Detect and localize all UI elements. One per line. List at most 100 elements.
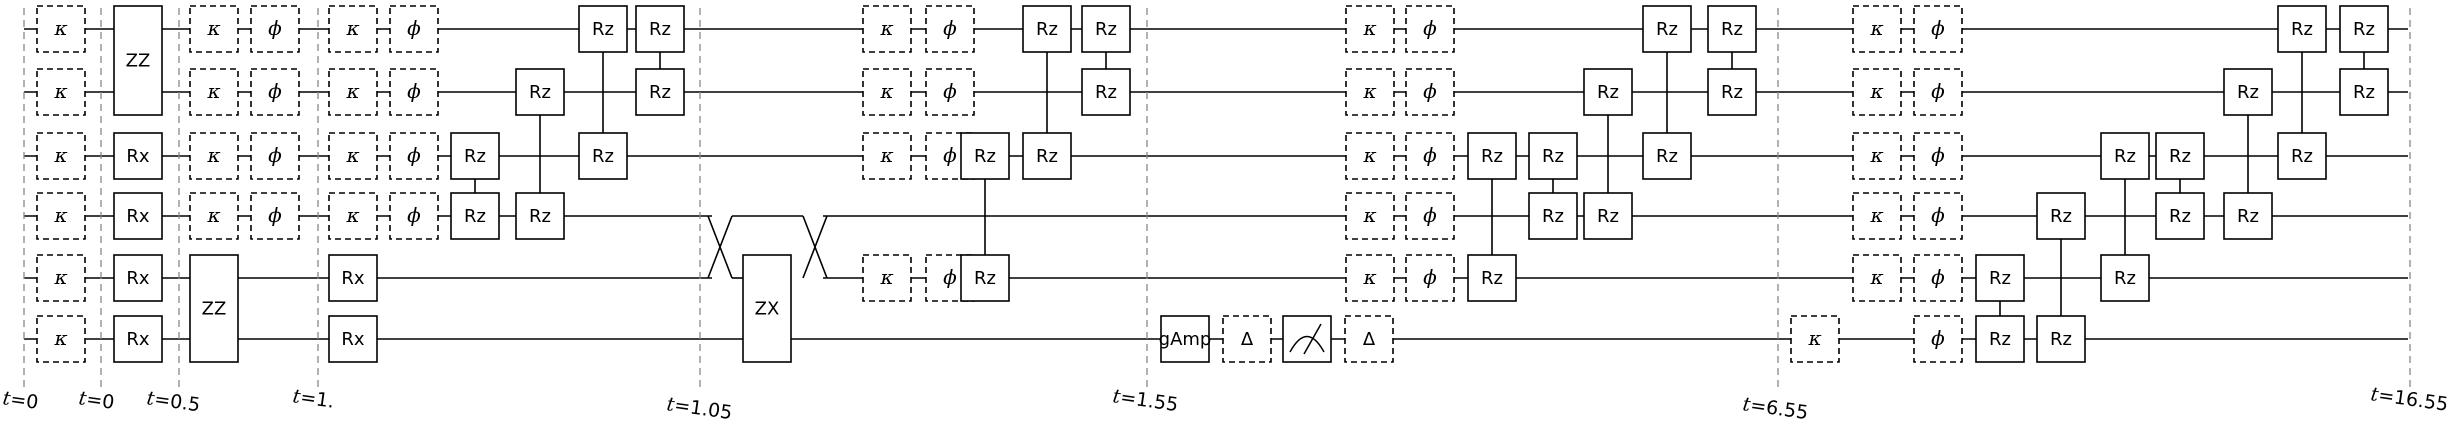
rz-gate-63-label-0: Rz <box>1542 146 1564 167</box>
rx-gate-7 <box>113 132 163 180</box>
rz-gate-47-box-0 <box>1081 5 1131 53</box>
time-label-0: t=0 <box>1 387 39 414</box>
zz-gate-6 <box>113 5 163 116</box>
kappa-gate-4 <box>36 254 86 302</box>
kappa-gate-1 <box>36 68 86 116</box>
rz-gate-66-label-0: Rz <box>1721 19 1743 40</box>
phi-gate-59-label: ϕ <box>1423 203 1437 227</box>
rz-gate-46-label-1: Rz <box>1036 146 1058 167</box>
rz-gate-63-box-1 <box>1528 192 1578 240</box>
delta-gate-49-label: Δ <box>1241 329 1254 350</box>
swap-crossing-34 <box>707 215 733 279</box>
kappa-gate-3 <box>36 192 86 240</box>
phi-gate-57 <box>1405 132 1455 180</box>
phi-gate-70-label: ϕ <box>1931 16 1945 40</box>
rz-gate-80-box-0 <box>2036 192 2086 240</box>
rz-gate-32-label-1: Rz <box>592 146 614 167</box>
kappa-gate-18 <box>189 192 239 240</box>
rz-gate-62-box-1 <box>1467 254 1517 302</box>
zz-gate-6-label: ZZ <box>126 51 151 72</box>
kappa-gate-0 <box>36 5 86 53</box>
rz-gate-31-label-1: Rz <box>529 206 551 227</box>
delta-gate-51 <box>1344 315 1394 363</box>
phi-gate-38-label: ϕ <box>943 16 957 40</box>
rz-gate-82-label-1: Rz <box>2169 206 2191 227</box>
kappa-gate-54-label: κ <box>1362 79 1376 103</box>
rz-gate-64-box-0 <box>1583 68 1633 116</box>
rz-gate-81-box-0 <box>2100 132 2150 180</box>
rz-gate-62-label-0: Rz <box>1481 146 1503 167</box>
meter-arc-icon <box>1289 335 1325 353</box>
zx-gate-35-label: ZX <box>755 299 780 320</box>
rz-gate-32-box-0 <box>578 5 628 53</box>
rz-gate-65-box-1 <box>1642 132 1692 180</box>
kappa-gate-12 <box>189 5 239 53</box>
rz-gate-65-label-0: Rz <box>1656 19 1678 40</box>
zx-gate-35 <box>742 254 792 363</box>
rz-gate-30-box-1 <box>450 192 500 240</box>
qubit-wires <box>24 28 2408 340</box>
rz-gate-79-label-1: Rz <box>1989 329 2011 350</box>
kappa-gate-26-label: κ <box>345 203 359 227</box>
rx-gate-28 <box>328 254 378 302</box>
kappa-gate-2 <box>36 132 86 180</box>
rz-gate-63-box-0 <box>1528 132 1578 180</box>
kappa-gate-39-label: κ <box>879 79 893 103</box>
phi-gate-23-label: ϕ <box>407 79 421 103</box>
rz-gate-81-box-1 <box>2100 254 2150 302</box>
time-label-4: t=1.05 <box>665 393 733 424</box>
rz-gate-84-label-0: Rz <box>2291 19 2313 40</box>
phi-gate-68 <box>1913 315 1963 363</box>
rz-gate-33-label-1: Rz <box>649 82 671 103</box>
rz-gate-45-box-0 <box>960 132 1010 180</box>
phi-gate-57-label: ϕ <box>1423 143 1437 167</box>
rz-gate-47-label-0: Rz <box>1095 19 1117 40</box>
zz-gate-11-label: ZZ <box>202 299 227 320</box>
rx-gate-29 <box>328 315 378 363</box>
rz-gate-45-label-0: Rz <box>974 146 996 167</box>
kappa-gate-4-label: κ <box>53 265 67 289</box>
rx-gate-8-label: Rx <box>126 206 150 227</box>
kappa-gate-24 <box>328 132 378 180</box>
phi-gate-21-label: ϕ <box>407 16 421 40</box>
phi-gate-53-label: ϕ <box>1423 16 1437 40</box>
kappa-gate-14-label: κ <box>206 79 220 103</box>
kappa-gate-37 <box>862 5 912 53</box>
kappa-gate-73-label: κ <box>1869 143 1883 167</box>
rz-gate-33-box-1 <box>635 68 685 116</box>
rx-gate-8 <box>113 192 163 240</box>
rx-gate-9 <box>113 254 163 302</box>
kappa-gate-22-label: κ <box>345 79 359 103</box>
kappa-gate-56 <box>1345 132 1395 180</box>
rz-gate-84-box-1 <box>2277 132 2327 180</box>
kappa-gate-69-label: κ <box>1869 16 1883 40</box>
phi-gate-15-label: ϕ <box>268 79 282 103</box>
zz-gate-11 <box>189 254 239 363</box>
phi-gate-42-label: ϕ <box>943 143 957 167</box>
swap-crossing-36 <box>802 215 828 279</box>
phi-gate-40-label: ϕ <box>943 79 957 103</box>
phi-gate-13-label: ϕ <box>268 16 282 40</box>
rz-gate-47-box-1 <box>1081 68 1131 116</box>
rz-gate-84-label-1: Rz <box>2291 146 2313 167</box>
rz-gate-82-box-0 <box>2155 132 2205 180</box>
phi-gate-21 <box>389 5 439 53</box>
rz-gate-46-box-0 <box>1022 5 1072 53</box>
phi-gate-70 <box>1913 5 1963 53</box>
kappa-gate-75 <box>1852 192 1902 240</box>
phi-gate-68-label: ϕ <box>1931 326 1945 350</box>
gamp-gate-48-label: gAmp <box>1159 329 1212 350</box>
rz-gate-79-box-0 <box>1975 254 2025 302</box>
rx-gate-7-label: Rx <box>126 146 150 167</box>
kappa-gate-41-label: κ <box>879 143 893 167</box>
rz-gate-83-label-0: Rz <box>2237 82 2259 103</box>
phi-gate-74 <box>1913 132 1963 180</box>
rx-gate-9-label: Rx <box>126 268 150 289</box>
phi-gate-78 <box>1913 254 1963 302</box>
kappa-gate-20-label: κ <box>345 16 359 40</box>
kappa-gate-22 <box>328 68 378 116</box>
rz-gate-46-box-1 <box>1022 132 1072 180</box>
phi-gate-25 <box>389 132 439 180</box>
rz-gate-79-box-1 <box>1975 315 2025 363</box>
